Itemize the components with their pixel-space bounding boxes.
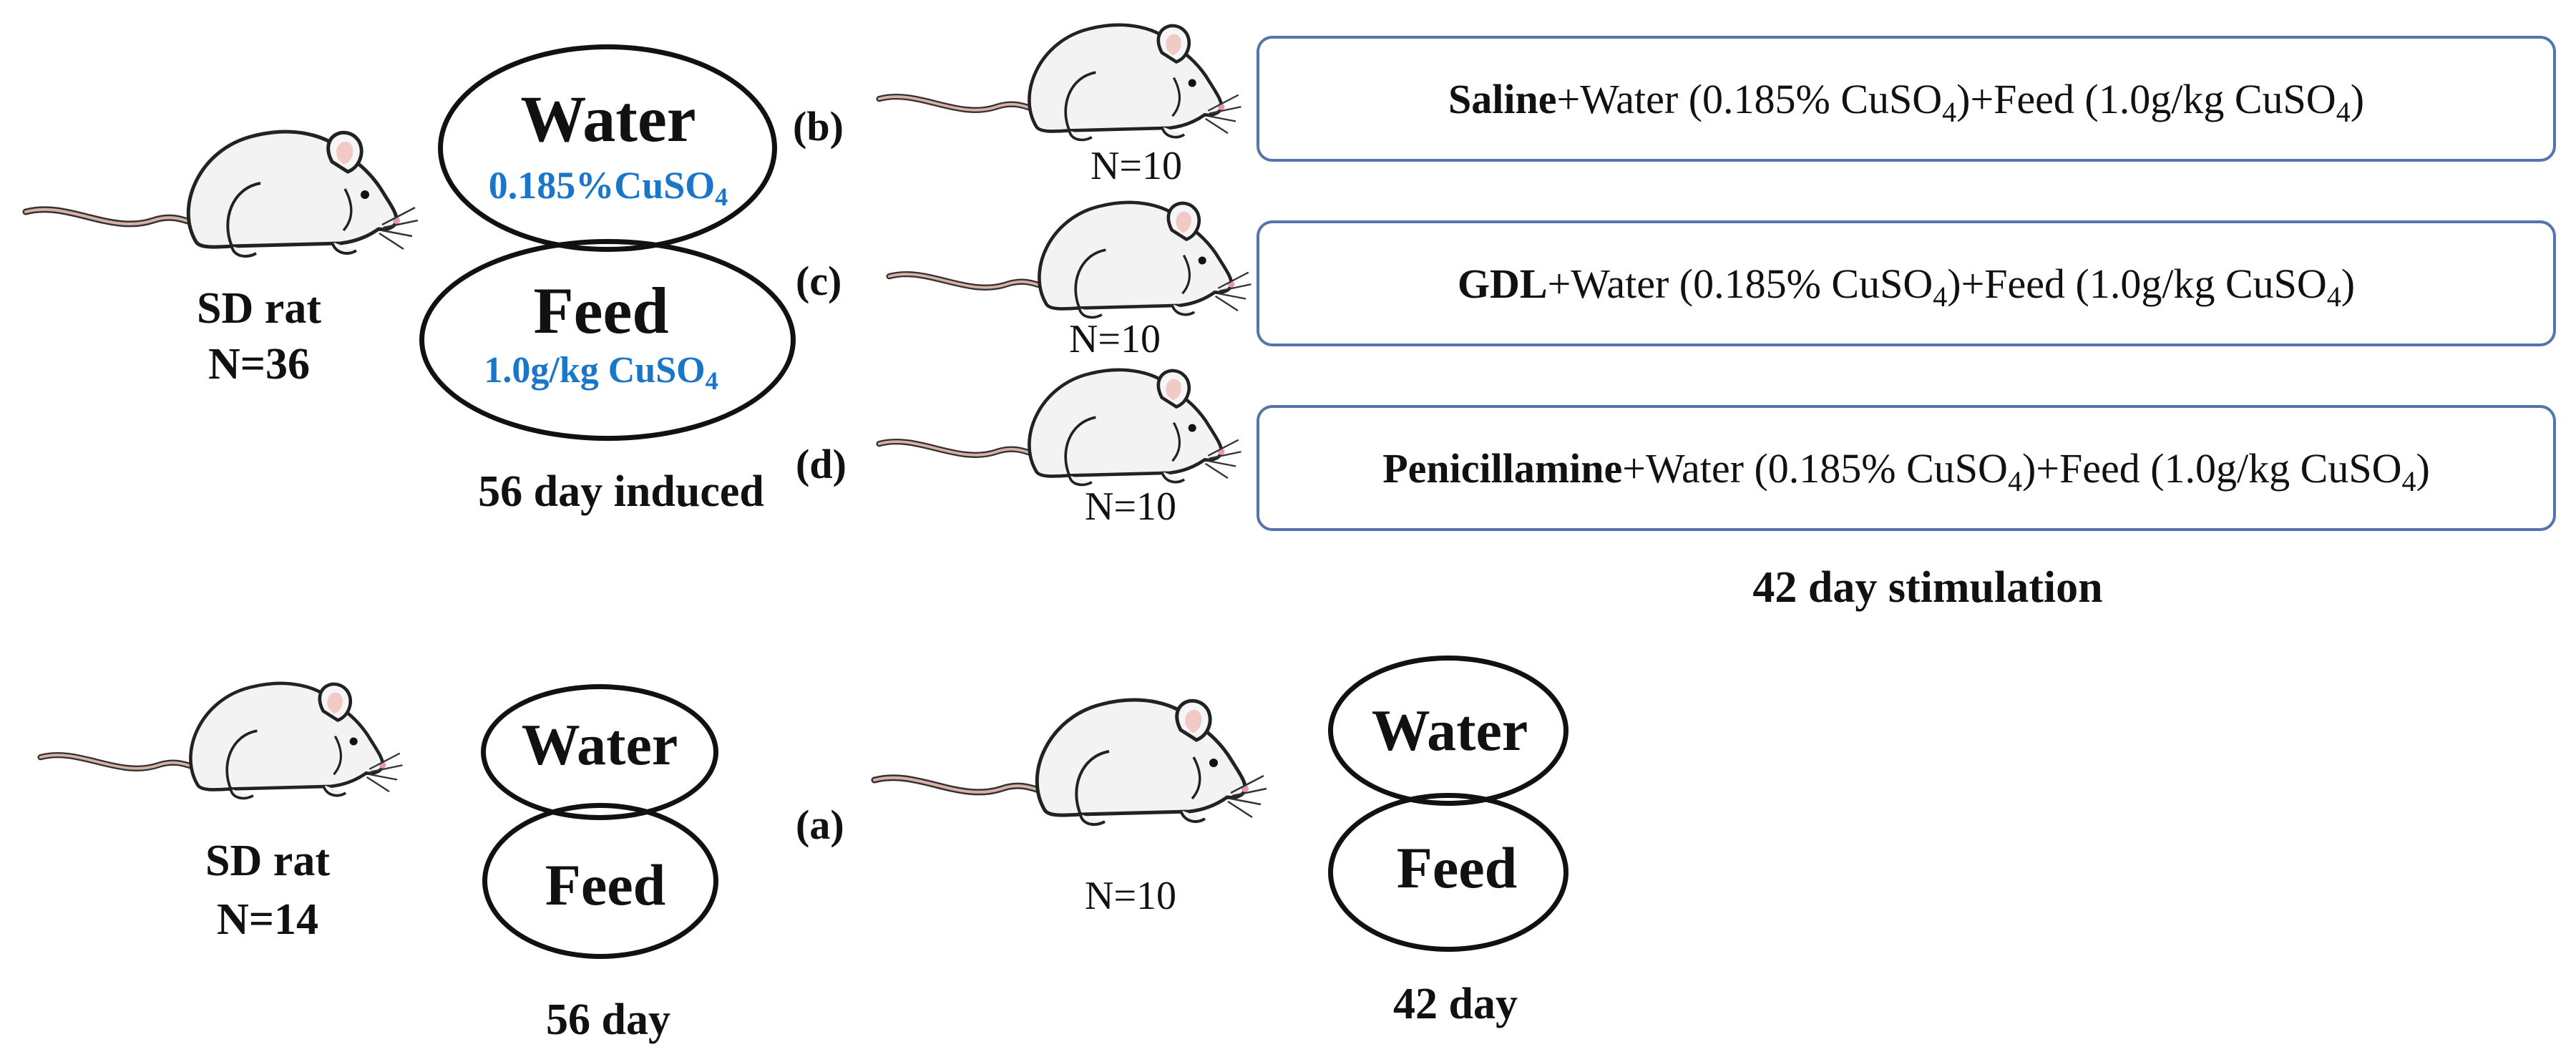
treatment-box-d: Penicillamine+Water (0.185% CuSO4)+Feed … xyxy=(1257,405,2556,531)
group-letter-d: (d) xyxy=(796,441,847,487)
group-letter-b: (b) xyxy=(793,103,844,150)
induction-period: 56 day induced xyxy=(478,467,764,516)
water-title-control: Water xyxy=(521,712,678,777)
source-count-top: N=36 xyxy=(208,340,311,389)
rat-icon xyxy=(852,688,1281,875)
group-letter-c: (c) xyxy=(796,258,842,304)
source-label-bottom: SD rat xyxy=(205,837,330,885)
control-period-2: 42 day xyxy=(1393,980,1518,1028)
stimulation-period: 42 day stimulation xyxy=(1752,563,2103,612)
water-title-control-2: Water xyxy=(1371,698,1528,763)
rat-icon xyxy=(856,359,1257,531)
source-label-top: SD rat xyxy=(197,284,321,333)
rat-icon xyxy=(17,673,418,844)
feed-title-control: Feed xyxy=(545,852,666,917)
feed-detail: 1.0g/kg CuSO4 xyxy=(484,350,718,395)
feed-title-control-2: Feed xyxy=(1396,835,1518,900)
feed-oval-control xyxy=(482,803,718,959)
group-n-a: N=10 xyxy=(1084,874,1177,918)
treatment-box-c: GDL+Water (0.185% CuSO4)+Feed (1.0g/kg C… xyxy=(1257,220,2556,346)
feed-title: Feed xyxy=(533,274,669,347)
group-n-d: N=10 xyxy=(1084,484,1177,529)
feed-oval-control-2 xyxy=(1328,793,1568,952)
rat-icon xyxy=(17,120,418,306)
water-title: Water xyxy=(520,82,696,155)
rat-icon xyxy=(856,14,1257,186)
water-detail: 0.185%CuSO4 xyxy=(488,164,728,211)
treatment-box-b: Saline+Water (0.185% CuSO4)+Feed (1.0g/k… xyxy=(1257,36,2556,162)
group-letter-a: (a) xyxy=(796,802,844,848)
rat-icon xyxy=(866,192,1267,364)
control-period-1: 56 day xyxy=(546,995,670,1044)
group-n-b: N=10 xyxy=(1090,144,1183,188)
feed-oval xyxy=(419,239,796,441)
group-n-c: N=10 xyxy=(1068,317,1161,361)
source-count-bottom: N=14 xyxy=(216,895,319,944)
